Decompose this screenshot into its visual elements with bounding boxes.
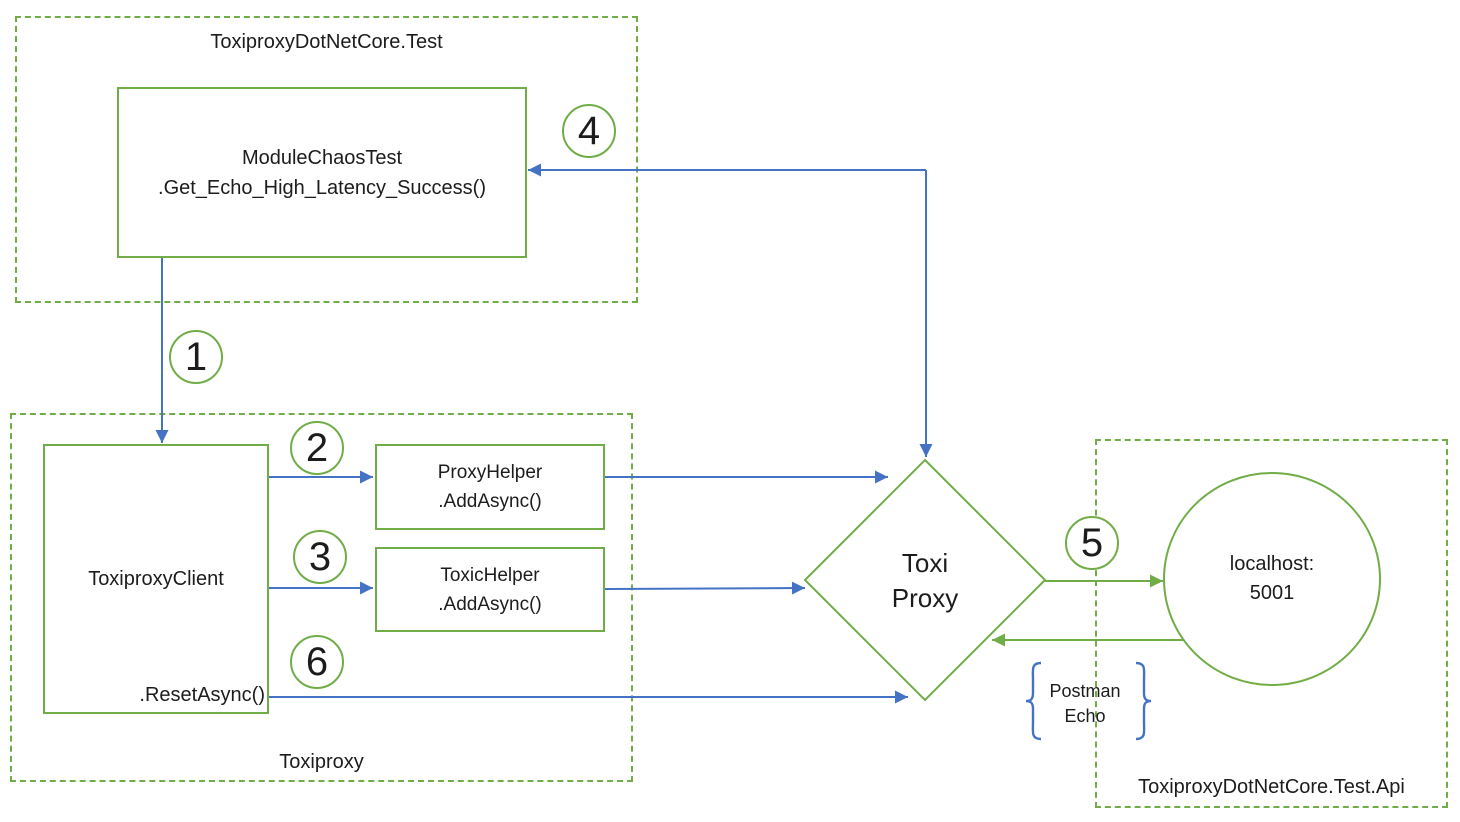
toxiproxy-client-label: ToxiproxyClient	[88, 568, 224, 590]
reset-async-method: .ResetAsync()	[139, 684, 265, 706]
toxi-proxy-line1: Toxi	[901, 548, 949, 578]
postman-echo-annotation: Postman Echo	[1035, 679, 1135, 729]
toxi-proxy-label: Toxi Proxy	[845, 546, 1005, 616]
node-toxic-helper: ToxicHelper .AddAsync()	[375, 547, 605, 632]
group-toxiproxy-dotnetcore-test	[15, 16, 638, 303]
node-module-chaos-test: ModuleChaosTest .Get_Echo_High_Latency_S…	[117, 87, 527, 258]
toxi-proxy-line2: Proxy	[891, 583, 959, 613]
proxy-helper-name: ProxyHelper	[437, 462, 543, 483]
localhost-host: localhost:	[1229, 553, 1315, 575]
group-title-toxiproxy: Toxiproxy	[279, 751, 364, 773]
step-badge-5: 5	[1065, 516, 1119, 570]
group-toxiproxy-dotnetcore-test-api	[1095, 439, 1448, 808]
postman-echo-line1: Postman	[1049, 681, 1121, 701]
group-title-test: ToxiproxyDotNetCore.Test	[210, 31, 443, 53]
step-badge-3: 3	[293, 530, 347, 584]
step-badge-6: 6	[290, 635, 344, 689]
group-toxiproxy	[10, 413, 633, 782]
toxic-helper-name: ToxicHelper	[440, 564, 540, 586]
module-chaos-test-method: .Get_Echo_High_Latency_Success()	[158, 176, 486, 199]
proxy-helper-method: .AddAsync()	[438, 491, 542, 512]
step-badge-2: 2	[290, 421, 344, 475]
group-title-api: ToxiproxyDotNetCore.Test.Api	[1138, 776, 1405, 798]
toxic-helper-method: .AddAsync()	[438, 593, 542, 615]
node-proxy-helper: ProxyHelper .AddAsync()	[375, 444, 605, 530]
step-badge-4: 4	[562, 104, 616, 158]
localhost-label: localhost: 5001	[1192, 550, 1352, 608]
postman-echo-line2: Echo	[1064, 706, 1106, 726]
node-toxiproxy-client: ToxiproxyClient .ResetAsync()	[43, 444, 269, 714]
step-badge-1: 1	[169, 330, 223, 384]
module-chaos-test-name: ModuleChaosTest	[241, 146, 403, 169]
localhost-port: 5001	[1249, 582, 1295, 604]
arrow-toxichelper-to-toxiproxy	[604, 581, 806, 595]
